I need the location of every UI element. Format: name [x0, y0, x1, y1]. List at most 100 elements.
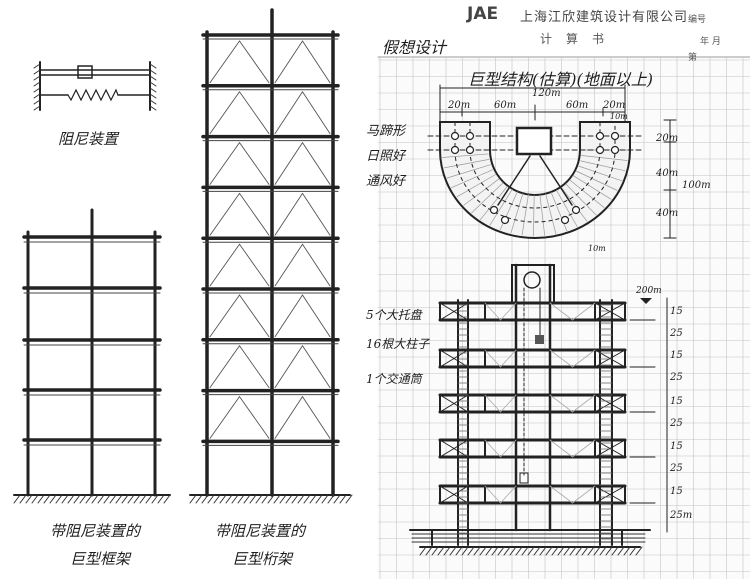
- ground-hatch: [617, 546, 625, 556]
- hatch: [33, 105, 41, 111]
- truss-diagonal: [209, 345, 240, 389]
- ground-hatch: [593, 546, 601, 556]
- ground-hatch: [213, 494, 221, 504]
- tray-diagonal: [549, 394, 573, 413]
- ground-hatch: [611, 546, 619, 556]
- plan-axis: [469, 122, 601, 209]
- plan-radial: [578, 165, 623, 182]
- elev-note-3: 1个交通筒: [366, 372, 422, 386]
- hatch: [149, 63, 157, 69]
- plan-radial: [581, 155, 628, 161]
- plan-radial: [569, 179, 605, 208]
- elev-level-10: 25m: [670, 510, 693, 521]
- plan-bridge: [497, 155, 531, 206]
- ground-hatch: [85, 494, 93, 504]
- frame-caption-line1: 带阻尼装置的: [50, 522, 141, 540]
- tray-diagonal: [484, 439, 501, 458]
- plan-depth-1: 20m: [656, 133, 679, 144]
- ground-hatch: [321, 494, 329, 504]
- ground-hatch: [419, 546, 427, 556]
- ground-hatch: [285, 494, 293, 504]
- ground-hatch: [431, 546, 439, 556]
- tray-diagonal: [572, 302, 596, 321]
- elev-level-6: 25: [670, 418, 683, 429]
- ground-hatch: [279, 494, 287, 504]
- tray-diagonal: [549, 302, 573, 321]
- plan-note-2: 日照好: [366, 149, 406, 164]
- plan-depth-2: 40m: [656, 168, 679, 179]
- ground-hatch: [189, 494, 197, 504]
- hatch: [149, 93, 157, 99]
- ground-hatch: [201, 494, 209, 504]
- truss-diagonal: [274, 40, 303, 84]
- truss-diagonal: [239, 396, 270, 439]
- ground-hatch: [315, 494, 323, 504]
- ground-hatch: [539, 546, 547, 556]
- ground-hatch: [473, 546, 481, 556]
- ground-hatch: [327, 494, 335, 504]
- elevator-car-icon: [535, 335, 544, 344]
- elev-top-level: 200m: [636, 286, 662, 296]
- plan-radial: [479, 186, 508, 220]
- ground-hatch: [273, 494, 281, 504]
- hatch: [33, 63, 41, 69]
- plan-radial: [560, 186, 588, 222]
- ground-hatch: [575, 546, 583, 556]
- ground-hatch: [19, 494, 27, 504]
- truss-diagonal: [209, 142, 240, 185]
- ground-hatch: [333, 494, 341, 504]
- ground-hatch: [267, 494, 275, 504]
- hatch: [33, 75, 41, 81]
- ground-hatch: [297, 494, 305, 504]
- ground-hatch: [37, 494, 45, 504]
- elevator-car-icon: [519, 472, 529, 484]
- ground-hatch: [303, 494, 311, 504]
- ground-hatch: [103, 494, 111, 504]
- doc-type: 计算书: [540, 32, 619, 46]
- tray-diagonal: [572, 485, 596, 504]
- plan-small-dim: 10m: [610, 112, 628, 121]
- truss-diagonal: [274, 91, 303, 135]
- tray-diagonal: [439, 302, 469, 321]
- elev-level-7: 15: [670, 441, 683, 452]
- plan-radial: [533, 194, 535, 237]
- plan-note-1: 马蹄形: [366, 124, 406, 139]
- truss-diagonal: [209, 40, 240, 84]
- ground-hatch: [503, 546, 511, 556]
- plan-horseshoe: [439, 121, 631, 239]
- ground-hatch: [515, 546, 523, 556]
- hatch: [149, 69, 157, 75]
- ground-hatch: [61, 494, 69, 504]
- ground-hatch: [121, 494, 129, 504]
- ground-hatch: [195, 494, 203, 504]
- ground-hatch: [67, 494, 75, 504]
- column-marker: [571, 205, 581, 215]
- truss-diagonal: [302, 243, 331, 287]
- hatch: [33, 93, 41, 99]
- truss-diagonal: [209, 192, 240, 236]
- ground-hatch: [151, 494, 159, 504]
- elev-level-1: 15: [670, 306, 683, 317]
- sheet-heading: 假想设计: [382, 38, 447, 57]
- hatch: [149, 81, 157, 87]
- meta-date: 年 月: [700, 37, 721, 47]
- truss-diagonal: [239, 243, 270, 287]
- plan-overall-width: 120m: [532, 88, 561, 99]
- elev-level-3: 15: [670, 350, 683, 361]
- ground-hatch: [599, 546, 607, 556]
- truss-diagonal: [209, 294, 240, 338]
- ground-hatch: [207, 494, 215, 504]
- ground-hatch: [623, 546, 631, 556]
- tray-diagonal: [484, 485, 501, 504]
- hatch: [33, 69, 41, 75]
- plan-total-depth: 100m: [682, 180, 711, 191]
- ground-hatch: [13, 494, 21, 504]
- ground-hatch: [527, 546, 535, 556]
- truss-caption-line1: 带阻尼装置的: [215, 522, 306, 540]
- meta-page: 第: [688, 53, 698, 63]
- ground-hatch: [629, 546, 637, 556]
- ground-hatch: [43, 494, 51, 504]
- ground-hatch: [521, 546, 529, 556]
- meta-number: 编号: [688, 15, 707, 25]
